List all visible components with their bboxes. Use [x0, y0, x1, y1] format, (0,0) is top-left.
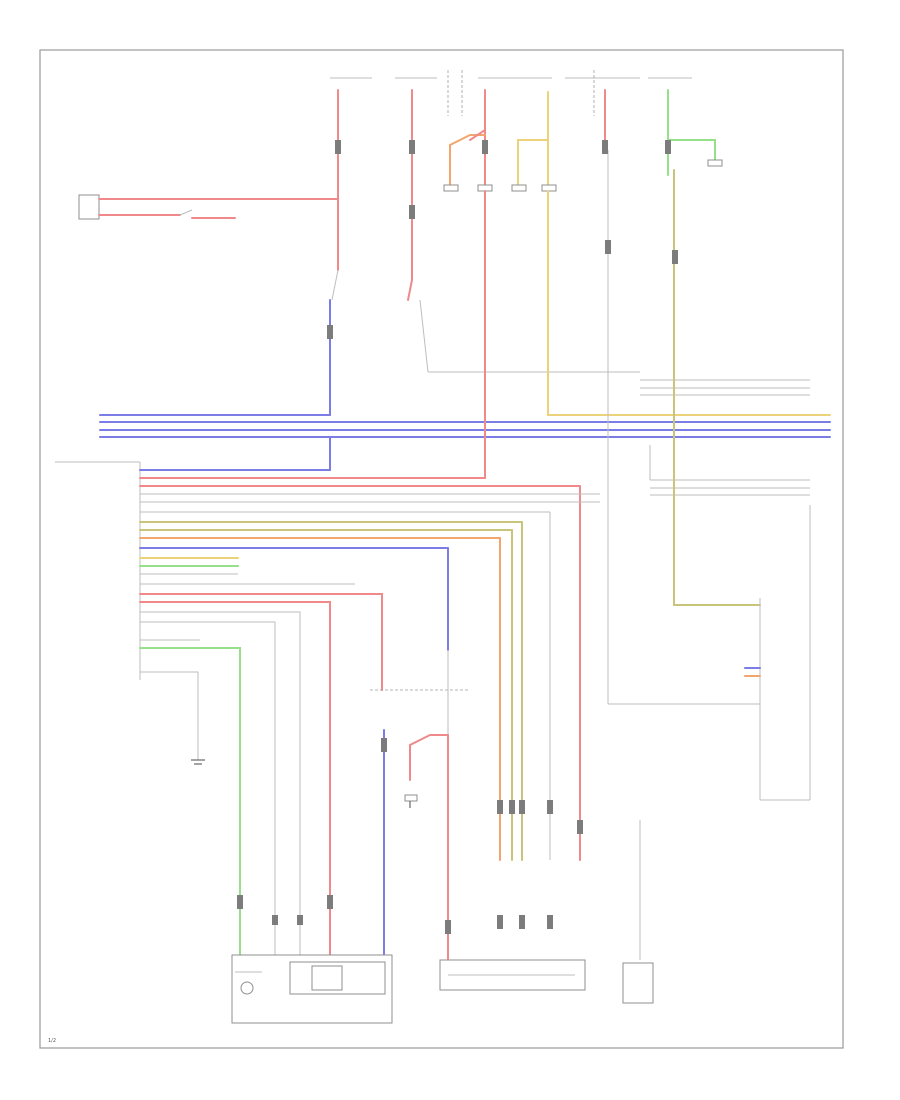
- ecm-connector-right: [607, 150, 810, 801]
- horizontal-buses: [99, 190, 831, 438]
- throttle-body-assembly: [231, 954, 393, 1024]
- pin-markers: [237, 140, 678, 934]
- switch-branch-left: [329, 198, 640, 416]
- fuse-stubs: [337, 89, 669, 281]
- middle-relay: [370, 650, 470, 961]
- ecm-connector-left: [55, 190, 600, 961]
- diagram-frame: [39, 49, 844, 1049]
- accelerator-pedal-sensor: [439, 959, 586, 991]
- ground-symbols: [191, 759, 411, 808]
- stop-lamp-switch: [78, 191, 339, 220]
- page-code: 1/2: [48, 1038, 56, 1044]
- right-relay-block: [640, 169, 811, 800]
- fuse-box-top: [330, 70, 692, 116]
- lower-right-sensor: [622, 820, 654, 1004]
